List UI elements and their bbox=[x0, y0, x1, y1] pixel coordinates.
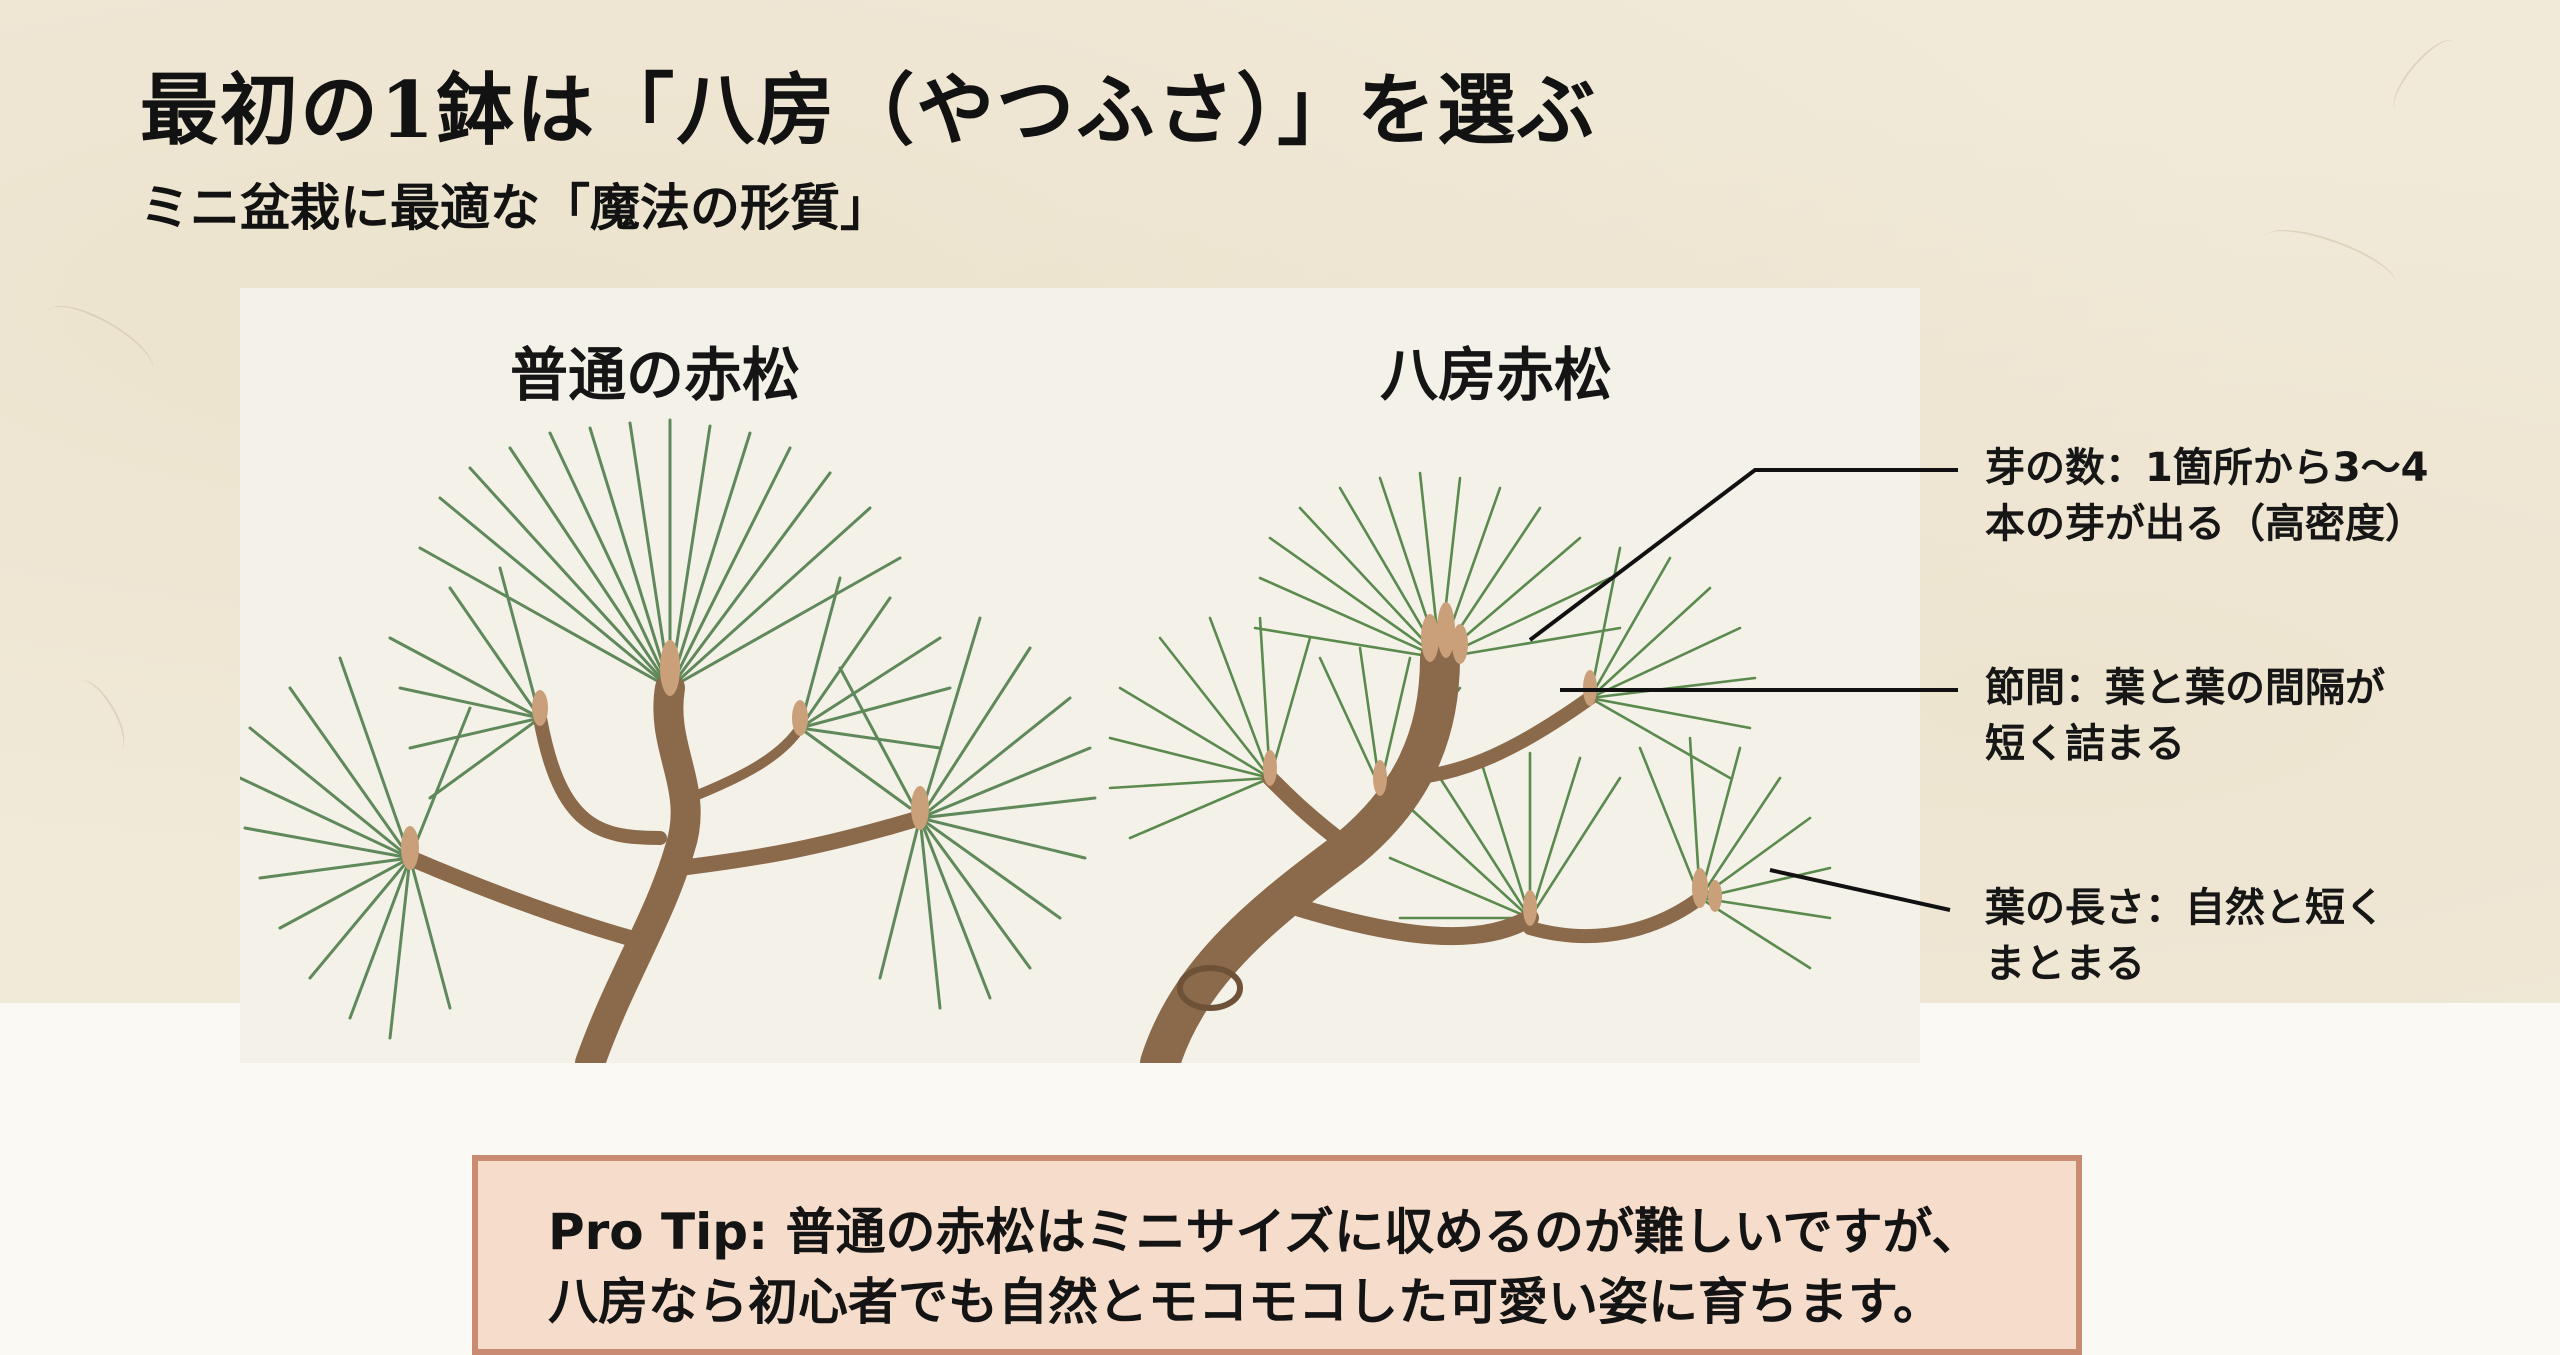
callout-internode: 節間：葉と葉の間隔が 短く詰まる bbox=[1985, 660, 2385, 772]
paper-fiber bbox=[2383, 31, 2467, 121]
callout-needle-length: 葉の長さ：自然と短く まとまる bbox=[1985, 880, 2385, 992]
callout-text: まとまる bbox=[1985, 941, 2145, 987]
pro-tip-line: Pro Tip: 普通の赤松はミニサイズに収めるのが難しいですが、 bbox=[548, 1203, 1982, 1261]
callout-text: 芽の数：1箇所から3～4 bbox=[1985, 445, 2429, 491]
ordinary-pine-label: 普通の赤松 bbox=[510, 341, 801, 409]
ordinary-pine-illustration bbox=[240, 418, 1097, 1063]
callout-text: 短く詰まる bbox=[1985, 721, 2185, 767]
pro-tip-box: Pro Tip: 普通の赤松はミニサイズに収めるのが難しいですが、 八房なら初心… bbox=[472, 1155, 2082, 1355]
paper-fiber bbox=[37, 292, 163, 390]
yatsufusa-pine-label: 八房赤松 bbox=[1380, 341, 1613, 409]
page-subtitle: ミニ盆栽に最適な「魔法の形質」 bbox=[140, 179, 890, 237]
callout-text: 葉の長さ：自然と短く bbox=[1985, 885, 2385, 931]
paper-fiber bbox=[66, 673, 134, 759]
callout-bud-count: 芽の数：1箇所から3～4 本の芽が出る（高密度） bbox=[1985, 440, 2429, 552]
paper-fiber bbox=[2257, 217, 2403, 305]
comparison-panel: 普通の赤松 八房赤松 bbox=[240, 288, 1920, 1063]
callout-text: 節間：葉と葉の間隔が bbox=[1985, 665, 2385, 711]
callout-text: 本の芽が出る（高密度） bbox=[1985, 501, 2425, 547]
pro-tip-line: 八房なら初心者でも自然とモコモコした可愛い姿に育ちます。 bbox=[548, 1273, 1943, 1331]
yatsufusa-pine-illustration bbox=[1108, 471, 1832, 1063]
page-title: 最初の1鉢は「八房（やつふさ）」を選ぶ bbox=[140, 65, 1598, 156]
